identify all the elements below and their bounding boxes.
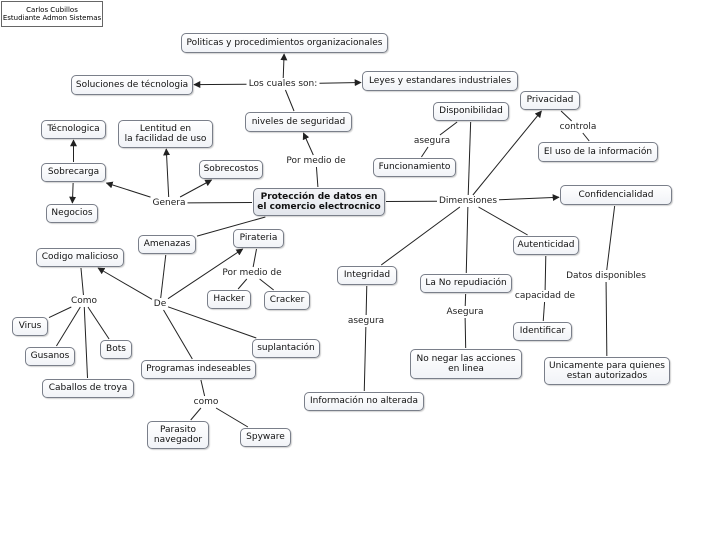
connector-privacidad-controla (560, 110, 573, 122)
link-por-medio-de-2: Por medio de (221, 268, 283, 278)
connector-autenticidad-capacidad_de (544, 255, 547, 291)
concept-identificar[interactable]: Identificar (513, 322, 572, 341)
connector-disponibilidad-asegura_disp (439, 121, 458, 136)
concept-programas[interactable]: Programas indeseables (141, 360, 256, 379)
concept-gusanos[interactable]: Gusanos (25, 347, 75, 366)
concept-privacidad[interactable]: Privacidad (520, 91, 580, 110)
concept-integridad[interactable]: Integridad (337, 266, 397, 285)
connector-asegura_rep-no_negar (464, 317, 467, 349)
concept-sobrecostos[interactable]: Sobrecostos (199, 160, 263, 179)
connector-codigo-como_1 (80, 267, 84, 296)
connector-de-programas (163, 309, 193, 360)
concept-hacker[interactable]: Hacker (207, 290, 251, 309)
connector-root-amenazas (196, 216, 266, 237)
connector-como_1-gusanos (56, 306, 81, 347)
connector-de-codigo (97, 267, 153, 300)
connector-dimensiones-no_repudiacion (465, 206, 469, 274)
link-como-2: como (192, 397, 220, 407)
link-asegura-rep: Asegura (445, 307, 485, 317)
link-cuales-son: Los cuales son: (247, 79, 319, 89)
connector-integridad-asegura_int (365, 285, 368, 316)
concept-uso-info[interactable]: El uso de la información (538, 142, 658, 162)
concept-negocios[interactable]: Negocios (46, 204, 98, 223)
concept-virus[interactable]: Virus (12, 317, 48, 336)
concept-soluciones[interactable]: Soluciones de técnologia (71, 75, 193, 95)
concept-politicas[interactable]: Politicas y procedimientos organizaciona… (181, 33, 388, 53)
connector-pirateria-por_medio_de_2 (252, 248, 258, 268)
connector-dimensiones-integridad (380, 206, 461, 266)
concept-caballos[interactable]: Caballos de troya (42, 379, 134, 398)
connector-genera-sobrecostos (179, 179, 213, 198)
link-controla: controla (558, 122, 598, 132)
concept-unicamente[interactable]: Unicamente para quienes estan autorizado… (544, 357, 670, 385)
concept-parasito[interactable]: Parasito navegador (147, 421, 209, 449)
concept-disponibilidad[interactable]: Disponibilidad (433, 102, 509, 121)
connector-niveles-cuales_son (284, 89, 295, 112)
link-asegura-int: asegura (346, 316, 386, 326)
connector-dimensiones-privacidad (472, 110, 542, 196)
connector-como_2-spyware (215, 407, 249, 428)
connector-root-por_medio_de (315, 166, 319, 188)
concept-amenazas[interactable]: Amenazas (138, 235, 196, 254)
link-como-1: Como (69, 296, 99, 306)
connector-cuales_son-leyes (319, 79, 362, 87)
connector-por_medio_de_2-cracker (259, 278, 274, 291)
concept-codigo[interactable]: Codigo malicioso (36, 248, 124, 267)
concept-confidencialidad[interactable]: Confidencialidad (560, 185, 672, 205)
link-datos-disponibles: Datos disponibles (565, 271, 647, 281)
connector-programas-como_2 (200, 379, 206, 397)
concept-lentitud[interactable]: Lentitud en la facilidad de uso (118, 120, 213, 148)
connector-sobrecarga-negocios (69, 182, 77, 204)
connector-controla-uso_info (582, 132, 590, 142)
author-role: Estudiante Admon Sistemas (2, 14, 102, 22)
concept-suplantacion[interactable]: suplantación (252, 339, 320, 358)
connector-de-suplantacion (167, 306, 257, 339)
connector-confidencialidad-datos_disponibles (606, 205, 616, 271)
connector-capacidad_de-identificar (542, 301, 546, 322)
connector-por_medio_de_2-hacker (237, 278, 248, 290)
concept-sobrecarga[interactable]: Sobrecarga (41, 163, 106, 182)
concept-no-repudiacion[interactable]: La No repudiación (420, 274, 512, 293)
link-asegura-disp: asegura (412, 136, 452, 146)
connector-amenazas-de (160, 254, 167, 299)
concept-autenticidad[interactable]: Autenticidad (513, 236, 579, 255)
author-name: Carlos Cubillos (26, 5, 78, 14)
concept-tecnologica[interactable]: Técnologica (41, 120, 106, 139)
concept-bots[interactable]: Bots (100, 340, 132, 359)
link-dimensiones: Dimensiones (437, 196, 499, 206)
connector-dimensiones-autenticidad (478, 206, 528, 236)
link-de: De (152, 299, 168, 309)
connector-datos_disponibles-unicamente (605, 281, 608, 357)
connector-genera-lentitud (163, 148, 171, 198)
concept-cracker[interactable]: Cracker (264, 291, 310, 310)
connector-por_medio_de-niveles (302, 132, 314, 156)
concept-no-negar[interactable]: No negar las acciones en linea (410, 349, 522, 379)
connector-dimensiones-confidencialidad (498, 194, 560, 202)
connector-como_1-caballos (83, 306, 89, 379)
connector-genera-sobrecarga (105, 181, 151, 198)
concept-info-no-alterada[interactable]: Información no alterada (304, 392, 424, 411)
concept-funcionamiento[interactable]: Funcionamiento (373, 158, 456, 177)
concept-root[interactable]: Protección de datos en el comercio elect… (253, 188, 385, 216)
link-por-medio-de: Por medio de (285, 156, 347, 166)
connector-dimensiones-disponibilidad (467, 121, 472, 196)
connector-cuales_son-politicas (280, 53, 288, 79)
concept-spyware[interactable]: Spyware (240, 428, 291, 447)
concept-leyes[interactable]: Leyes y estandares industriales (362, 71, 518, 91)
connector-como_2-parasito (190, 407, 202, 421)
author-box: Carlos Cubillos Estudiante Admon Sistema… (1, 1, 103, 27)
connector-como_1-bots (87, 306, 110, 340)
link-capacidad-de: capacidad de (513, 291, 577, 301)
concept-niveles[interactable]: niveles de seguridad (245, 112, 352, 132)
connector-de-pirateria (167, 248, 244, 300)
concept-pirateria[interactable]: Pirateria (233, 229, 284, 248)
connector-asegura_disp-funcionamiento (421, 146, 429, 158)
link-genera: Genera (151, 198, 187, 208)
connector-asegura_int-info_no_alterada (363, 326, 367, 392)
connector-como_1-virus (48, 306, 72, 318)
